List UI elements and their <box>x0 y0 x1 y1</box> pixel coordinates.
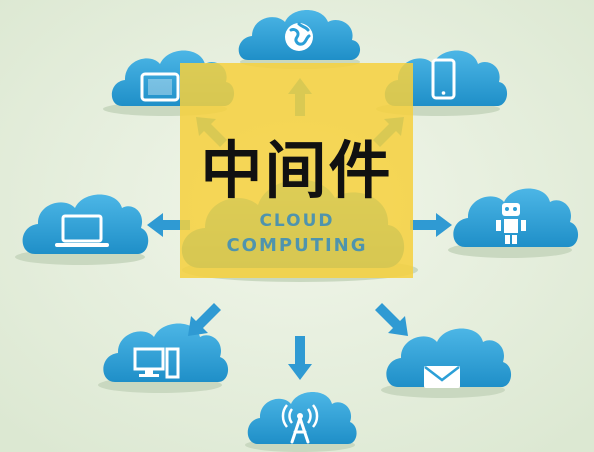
highlight-overlay <box>180 63 413 278</box>
antenna-tower-icon <box>281 404 319 444</box>
laptop-icon <box>55 214 109 247</box>
desktop-computer-icon <box>133 347 180 379</box>
tablet-icon <box>140 72 180 102</box>
arrow-down <box>288 336 312 380</box>
cloud-label-line2: COMPUTING <box>226 235 368 256</box>
cloud-desktop <box>98 323 229 393</box>
arrow-left <box>147 213 190 237</box>
arrow-right <box>410 213 452 237</box>
overlay-title: 中间件 <box>200 134 393 207</box>
robot-icon <box>496 203 526 244</box>
cloud-laptop <box>15 194 149 265</box>
globe-icon <box>285 22 313 51</box>
cloud-mail <box>381 328 512 398</box>
mail-icon <box>424 366 460 388</box>
cloud-robot <box>448 188 579 258</box>
arrow-down-right <box>375 303 408 336</box>
cloud-globe <box>238 10 361 69</box>
cloud-label-line1: CLOUD <box>259 211 335 231</box>
phone-icon <box>431 58 456 100</box>
arrow-down-left <box>188 303 221 336</box>
cloud-antenna <box>245 392 357 452</box>
